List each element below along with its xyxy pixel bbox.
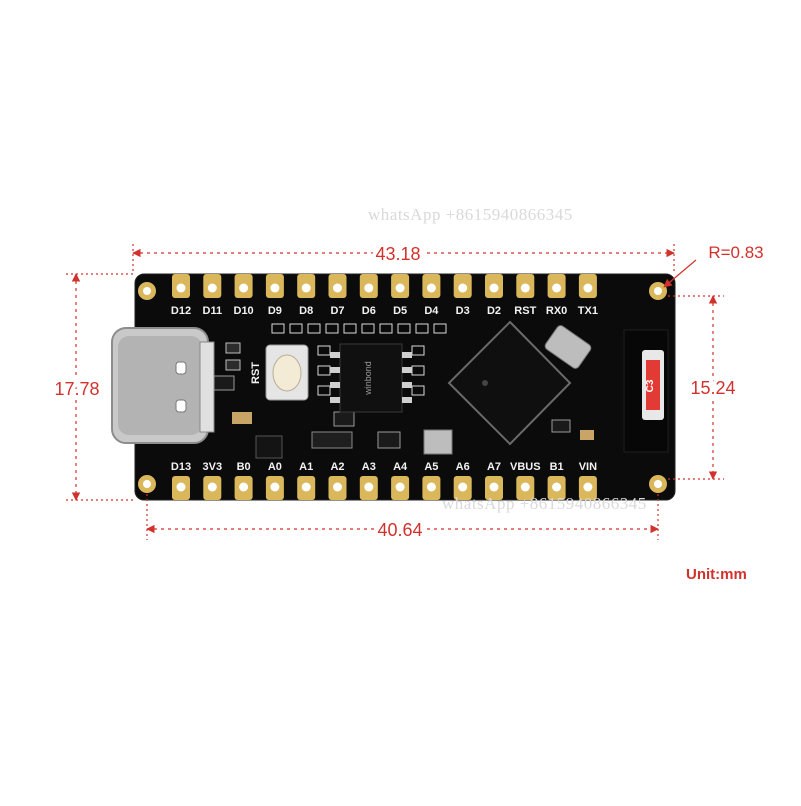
dimension-lines — [66, 244, 724, 540]
smd-part — [379, 323, 393, 334]
top-pad — [203, 274, 222, 298]
antenna — [623, 329, 669, 453]
bottom-pad — [547, 476, 566, 500]
bottom-pin-label: A2 — [330, 461, 344, 473]
bottom-pin-label: A4 — [393, 461, 408, 473]
top-pad — [265, 274, 284, 298]
bottom-pin-label: VBUS — [510, 461, 541, 473]
antenna-label: C3 — [645, 379, 656, 392]
top-pad — [422, 274, 441, 298]
top-pad — [485, 274, 503, 298]
bottom-pin-label: A6 — [456, 461, 470, 473]
bottom-pad — [265, 476, 284, 500]
top-pin-label: D3 — [456, 305, 470, 317]
bottom-pin-label: 3V3 — [203, 461, 223, 473]
bottom-pad — [203, 476, 222, 500]
flash-chip: winbond — [330, 343, 412, 413]
bottom-pad — [516, 476, 535, 500]
top-pad — [234, 274, 253, 298]
bottom-pad — [485, 476, 503, 500]
watermark-bottom: whatsApp +8615940866345 — [442, 494, 647, 513]
bottom-pin-labels: D13 3V3 B0 A0 A1 A2 A3 A4 A5 A6 A7 VBUS B1 VIN — [171, 461, 597, 473]
top-pin-label: RST — [514, 305, 536, 317]
top-pin-label: D6 — [362, 305, 376, 317]
top-pad — [297, 274, 316, 298]
watermark-top: whatsApp +8615940866345 — [368, 205, 573, 224]
bottom-pin-label: D13 — [171, 461, 191, 473]
bottom-pad — [359, 476, 378, 500]
top-pin-label: TX1 — [578, 305, 598, 317]
top-pad — [328, 274, 347, 298]
top-pad — [516, 274, 535, 298]
bottom-pin-label: A3 — [362, 461, 376, 473]
smd-part — [361, 323, 375, 334]
bottom-pin-label: VIN — [579, 461, 597, 473]
bottom-pad — [172, 476, 190, 500]
bottom-pin-label: B0 — [237, 461, 251, 473]
top-pin-label: D12 — [171, 305, 191, 317]
smd-part — [343, 323, 357, 334]
smd-part — [325, 323, 339, 334]
bottom-pin-label: A7 — [487, 461, 501, 473]
bottom-pin-label: A1 — [299, 461, 313, 473]
smd-part — [317, 345, 331, 356]
smd-part — [317, 385, 331, 396]
bottom-pad — [391, 476, 410, 500]
top-pin-label: D5 — [393, 305, 407, 317]
top-pin-label: D9 — [268, 305, 282, 317]
dimension-right-height: 15.24 — [690, 378, 735, 398]
smd-part — [411, 385, 425, 396]
usb-c-connector — [111, 327, 215, 444]
smd-part — [307, 323, 321, 334]
bottom-pad — [578, 476, 597, 500]
dimension-bottom-length: 40.64 — [377, 520, 422, 540]
top-pad — [172, 274, 190, 298]
top-pin-label: D10 — [234, 305, 254, 317]
top-pin-label: D4 — [424, 305, 439, 317]
smd-part — [271, 323, 285, 334]
smd-part — [411, 345, 425, 356]
top-pin-label: D11 — [203, 305, 223, 317]
reset-label: RST — [250, 362, 262, 384]
crystal — [544, 325, 592, 369]
top-pad-row — [172, 274, 597, 298]
bottom-pin-label: A0 — [268, 461, 282, 473]
bottom-pad — [234, 476, 253, 500]
top-pad — [453, 274, 472, 298]
dimension-corner-radius: R=0.83 — [708, 243, 763, 262]
bottom-pad — [453, 476, 472, 500]
dimension-left-height: 17.78 — [54, 379, 99, 399]
bottom-pin-label: B1 — [550, 461, 564, 473]
smd-part — [433, 323, 447, 334]
top-pin-label: D2 — [487, 305, 501, 317]
top-pad — [391, 274, 410, 298]
unit-label: Unit:mm — [686, 566, 747, 583]
dimension-top-length: 43.18 — [375, 244, 420, 264]
top-pad — [359, 274, 378, 298]
top-pin-label: D7 — [330, 305, 344, 317]
top-pin-label: D8 — [299, 305, 313, 317]
bottom-pin-label: A5 — [424, 461, 438, 473]
top-pin-labels: D12 D11 D10 D9 D8 D7 D6 D5 D4 D3 D2 RST RX0 TX1 — [171, 305, 598, 317]
mcu-chip — [447, 320, 572, 446]
bottom-pad-row — [172, 476, 597, 500]
top-pad — [547, 274, 566, 298]
smd-part — [289, 323, 303, 334]
reset-button — [265, 344, 309, 401]
top-pin-label: RX0 — [546, 305, 567, 317]
top-pad — [578, 274, 597, 298]
bottom-pad — [297, 476, 316, 500]
bottom-pad — [328, 476, 347, 500]
flash-chip-label: winbond — [363, 361, 373, 396]
smd-part — [415, 323, 429, 334]
bottom-pad — [422, 476, 441, 500]
smd-component-row — [271, 323, 447, 396]
smd-part — [397, 323, 411, 334]
